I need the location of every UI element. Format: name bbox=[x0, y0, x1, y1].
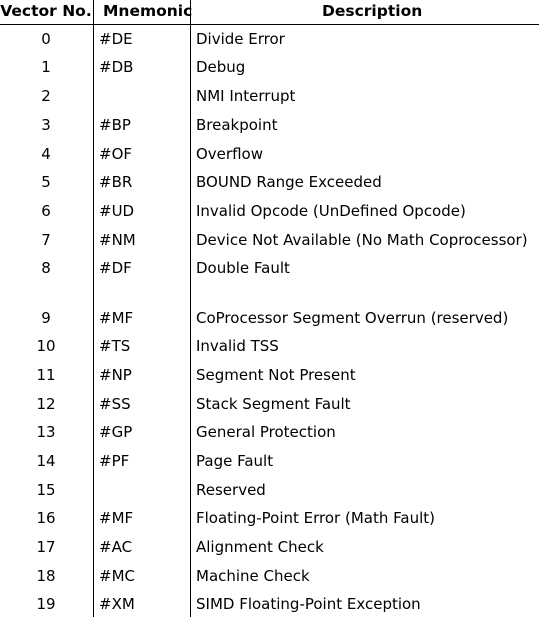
description-cell: Breakpoint bbox=[196, 116, 278, 134]
mnemonic-cell: #BP bbox=[99, 116, 131, 134]
vector-number-cell: 3 bbox=[41, 116, 51, 134]
mnemonic-cell: #DB bbox=[99, 58, 134, 76]
vector-number-cell: 16 bbox=[36, 509, 56, 527]
mnemonic-cell: #DE bbox=[99, 30, 133, 48]
header-description: Description bbox=[322, 2, 423, 20]
description-cell: General Protection bbox=[196, 423, 336, 441]
description-cell: Divide Error bbox=[196, 30, 285, 48]
mnemonic-cell: #TS bbox=[99, 337, 131, 355]
description-cell: NMI Interrupt bbox=[196, 87, 296, 105]
table-row: 2 NMI Interrupt bbox=[0, 86, 539, 110]
description-cell: Invalid TSS bbox=[196, 337, 279, 355]
header-divider bbox=[0, 24, 539, 25]
table-row: 16 #MF Floating-Point Error (Math Fault) bbox=[0, 508, 539, 532]
vector-number-cell: 0 bbox=[41, 30, 51, 48]
vector-number-cell: 13 bbox=[36, 423, 56, 441]
description-cell: Floating-Point Error (Math Fault) bbox=[196, 509, 435, 527]
table-row: 5 #BR BOUND Range Exceeded bbox=[0, 172, 539, 196]
mnemonic-cell: #NP bbox=[99, 366, 132, 384]
mnemonic-cell: #DF bbox=[99, 259, 132, 277]
mnemonic-cell: #MF bbox=[99, 309, 134, 327]
description-cell: SIMD Floating-Point Exception bbox=[196, 595, 421, 613]
vector-number-cell: 11 bbox=[36, 366, 56, 384]
table-row: 6 #UD Invalid Opcode (UnDefined Opcode) bbox=[0, 201, 539, 225]
table-row: 19 #XM SIMD Floating-Point Exception bbox=[0, 594, 539, 618]
description-cell: Overflow bbox=[196, 145, 263, 163]
vector-number-cell: 6 bbox=[41, 202, 51, 220]
vector-number-cell: 12 bbox=[36, 395, 56, 413]
table-row: 10 #TS Invalid TSS bbox=[0, 336, 539, 360]
vector-number-cell: 2 bbox=[41, 87, 51, 105]
description-cell: BOUND Range Exceeded bbox=[196, 173, 382, 191]
table-row: 17 #AC Alignment Check bbox=[0, 537, 539, 561]
vector-number-cell: 18 bbox=[36, 567, 56, 585]
vector-number-cell: 10 bbox=[36, 337, 56, 355]
table-row: 3 #BP Breakpoint bbox=[0, 115, 539, 139]
description-cell: Stack Segment Fault bbox=[196, 395, 351, 413]
vector-number-cell: 7 bbox=[41, 231, 51, 249]
table-row: 18 #MC Machine Check bbox=[0, 566, 539, 590]
description-cell: Double Fault bbox=[196, 259, 290, 277]
mnemonic-cell: #AC bbox=[99, 538, 133, 556]
mnemonic-cell: #XM bbox=[99, 595, 135, 613]
table-row: 1 #DB Debug bbox=[0, 57, 539, 81]
table-row: 14 #PF Page Fault bbox=[0, 451, 539, 475]
vector-number-cell: 5 bbox=[41, 173, 51, 191]
mnemonic-cell: #BR bbox=[99, 173, 133, 191]
vector-number-cell: 8 bbox=[41, 259, 51, 277]
description-cell: Alignment Check bbox=[196, 538, 324, 556]
table-row: 13 #GP General Protection bbox=[0, 422, 539, 446]
description-cell: Reserved bbox=[196, 481, 266, 499]
table-row: 9 #MF CoProcessor Segment Overrun (reserve… bbox=[0, 308, 539, 332]
description-cell: Device Not Available (No Math Coprocesso… bbox=[196, 231, 528, 249]
vector-number-cell: 1 bbox=[41, 58, 51, 76]
description-cell: Segment Not Present bbox=[196, 366, 356, 384]
table-row: 7 #NM Device Not Available (No Math Coproc… bbox=[0, 230, 539, 254]
vector-number-cell: 4 bbox=[41, 145, 51, 163]
table-row: 8 #DF Double Fault bbox=[0, 258, 539, 282]
mnemonic-cell: #OF bbox=[99, 145, 133, 163]
description-cell: Page Fault bbox=[196, 452, 274, 470]
mnemonic-cell: #UD bbox=[99, 202, 135, 220]
header-mnemonic: Mnemonic bbox=[103, 2, 193, 20]
vector-number-cell: 9 bbox=[41, 309, 51, 327]
description-cell: CoProcessor Segment Overrun (reserved) bbox=[196, 309, 509, 327]
mnemonic-cell: #MF bbox=[99, 509, 134, 527]
table-row: 12 #SS Stack Segment Fault bbox=[0, 394, 539, 418]
column-divider-1 bbox=[93, 0, 94, 617]
header-vector-no: Vector No. bbox=[0, 2, 92, 20]
description-cell: Machine Check bbox=[196, 567, 310, 585]
column-divider-2 bbox=[190, 0, 191, 617]
mnemonic-cell: #GP bbox=[99, 423, 133, 441]
vector-number-cell: 15 bbox=[36, 481, 56, 499]
description-cell: Invalid Opcode (UnDefined Opcode) bbox=[196, 202, 466, 220]
table-row: 4 #OF Overflow bbox=[0, 144, 539, 168]
table-row: 15 Reserved bbox=[0, 480, 539, 504]
description-cell: Debug bbox=[196, 58, 246, 76]
mnemonic-cell: #SS bbox=[99, 395, 131, 413]
vector-number-cell: 19 bbox=[36, 595, 56, 613]
vector-number-cell: 17 bbox=[36, 538, 56, 556]
table-row: 11 #NP Segment Not Present bbox=[0, 365, 539, 389]
mnemonic-cell: #MC bbox=[99, 567, 135, 585]
table-row: 0 #DE Divide Error bbox=[0, 29, 539, 53]
vector-number-cell: 14 bbox=[36, 452, 56, 470]
mnemonic-cell: #PF bbox=[99, 452, 130, 470]
mnemonic-cell: #NM bbox=[99, 231, 136, 249]
